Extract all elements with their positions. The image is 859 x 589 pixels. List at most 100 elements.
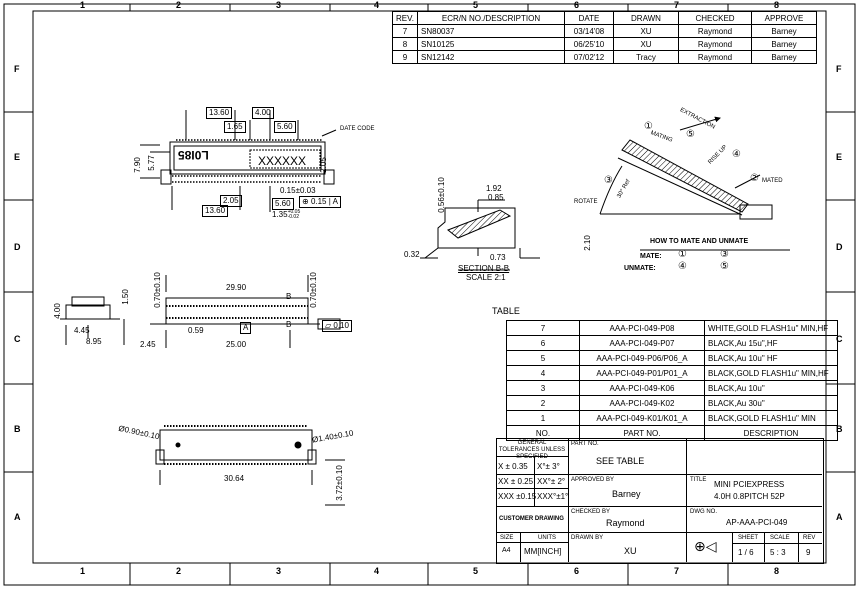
- rev-value: 9: [806, 548, 811, 557]
- rev-cell: 8: [392, 37, 418, 51]
- bom-cell: BLACK,GOLD FLASH1u" MIN: [704, 410, 838, 426]
- tb-line: [496, 456, 568, 457]
- dim-label: 4.45: [74, 326, 90, 335]
- rev-cell: Raymond: [678, 37, 752, 51]
- zone-bottom-2: 2: [176, 566, 182, 576]
- dim-label: 0.56±0.10: [436, 177, 446, 213]
- dim-label: 0.85: [488, 193, 504, 202]
- tb-line: [496, 506, 822, 507]
- bom-cell: AAA-PCI-049-P07: [579, 335, 705, 351]
- checked-label: CHECKED BY: [571, 509, 611, 515]
- dwg-value: AP-AAA-PCI-049: [726, 518, 788, 527]
- dim-label: 5.77: [146, 155, 156, 171]
- rev-cell: 07/02'12: [564, 50, 614, 64]
- rev-cell: Barney: [751, 37, 817, 51]
- dim-label: 0.59: [188, 326, 204, 335]
- bom-cell: 6: [506, 335, 580, 351]
- zone-right-E: E: [836, 152, 843, 162]
- size-label: SIZE: [500, 535, 514, 541]
- drawn-value: XU: [624, 546, 637, 556]
- bom-cell: BLACK,Au 10u" HF: [704, 350, 838, 366]
- rev-cell: 7: [392, 24, 418, 38]
- dim-label: 1.50: [120, 289, 130, 305]
- tolerance-value: XX ± 0.25: [498, 477, 534, 486]
- title-label: TITLE: [690, 477, 707, 483]
- bom-cell: 1: [506, 410, 580, 426]
- dim-label: 1.92: [486, 184, 502, 193]
- dim-label: 2.05: [220, 195, 242, 207]
- rev-header-drawn: DRAWN: [613, 11, 679, 25]
- size-value: A4: [502, 547, 511, 554]
- table-row: 2 AAA-PCI-049-K02 BLACK,Au 30u": [506, 395, 838, 411]
- bom-cell: WHITE,GOLD FLASH1u" MIN,HF: [704, 320, 838, 336]
- zone-bottom-7: 7: [674, 566, 680, 576]
- approved-value: Barney: [612, 489, 641, 499]
- tb-line: [496, 488, 568, 489]
- zone-bottom-5: 5: [473, 566, 479, 576]
- zone-top-5: 5: [473, 0, 479, 10]
- step-number: ①: [644, 121, 653, 132]
- dim-label: 13.60: [202, 205, 229, 217]
- tb-line: [496, 438, 569, 562]
- sheet-label: SHEET: [738, 535, 759, 541]
- dim-label: 5.60: [274, 121, 296, 133]
- zone-top-2: 2: [176, 0, 182, 10]
- rev-header-desc: ECR/N NO./DESCRIPTION: [417, 11, 565, 25]
- dim-label: 1.35+0.05-0.02: [272, 210, 300, 220]
- zone-bottom-1: 1: [80, 566, 86, 576]
- zone-top-3: 3: [276, 0, 282, 10]
- zone-right-D: D: [836, 242, 843, 252]
- rev-cell: XU: [613, 37, 679, 51]
- bom-cell: BLACK,GOLD FLASH1u" MIN,HF: [704, 365, 838, 381]
- part-no-value: SEE TABLE: [596, 456, 645, 466]
- bom-header-no: NO.: [506, 425, 580, 441]
- section-label: SECTION B-B: [458, 264, 510, 273]
- date-code-label: DATE CODE: [340, 126, 375, 132]
- dim-label: 0.70±0.10: [152, 272, 162, 308]
- zone-left-B: B: [14, 424, 21, 434]
- units-value: MM[INCH]: [524, 547, 562, 556]
- table-caption: TABLE: [492, 306, 520, 316]
- rev-cell: XU: [613, 24, 679, 38]
- scale-label: SCALE: [770, 535, 790, 541]
- section-mark: B: [286, 292, 292, 301]
- table-row: 7 AAA-PCI-049-P08 WHITE,GOLD FLASH1u" MI…: [506, 320, 838, 336]
- table-row: 9 SN12142 07/02'12 Tracy Raymond Barney: [392, 50, 817, 64]
- dim-label: 4.00: [252, 107, 274, 119]
- date-code-value: L0I85: [178, 148, 209, 162]
- part-no-label: PART NO.: [571, 441, 599, 447]
- step-number: ⑤: [686, 129, 695, 140]
- table-row: 4 AAA-PCI-049-P01/P01_A BLACK,GOLD FLASH…: [506, 365, 838, 381]
- title-line-1: MINI PCIEXPRESS: [714, 480, 785, 489]
- tb-line: [732, 543, 822, 544]
- rev-cell: Raymond: [678, 50, 752, 64]
- datum-label: A: [240, 322, 252, 334]
- bottom-view: [155, 425, 345, 506]
- rev-cell: 03/14'08: [564, 24, 614, 38]
- rev-cell: Barney: [751, 24, 817, 38]
- dim-label: 2.10: [582, 235, 592, 251]
- bom-cell: 4: [506, 365, 580, 381]
- dim-label: 0.10: [333, 321, 349, 330]
- mate-label: MATE:: [640, 253, 662, 260]
- dim-label: 1.65: [224, 121, 246, 133]
- rev-cell: 9: [392, 50, 418, 64]
- tb-line: [496, 532, 822, 533]
- step-number: ④: [732, 149, 741, 160]
- tb-line: [496, 542, 568, 543]
- dim-label: 5.60: [272, 198, 294, 210]
- rev-header-approve: APPROVE: [751, 11, 817, 25]
- tolerance-value: XXX ±0.15: [498, 492, 537, 501]
- projection-symbol-icon: ⊕◁: [694, 538, 717, 554]
- howto-title: HOW TO MATE AND UNMATE: [650, 238, 749, 245]
- bom-cell: 3: [506, 380, 580, 396]
- rev-cell: SN80037: [417, 24, 565, 38]
- rev-cell: Tracy: [613, 50, 679, 64]
- datum-label: A: [332, 197, 338, 206]
- unmate-from: ④: [678, 261, 687, 272]
- units-label: UNITS: [538, 535, 556, 541]
- mate-to: ③: [720, 249, 729, 260]
- bom-header-desc: DESCRIPTION: [704, 425, 838, 441]
- dim-label: 25.00: [226, 340, 247, 349]
